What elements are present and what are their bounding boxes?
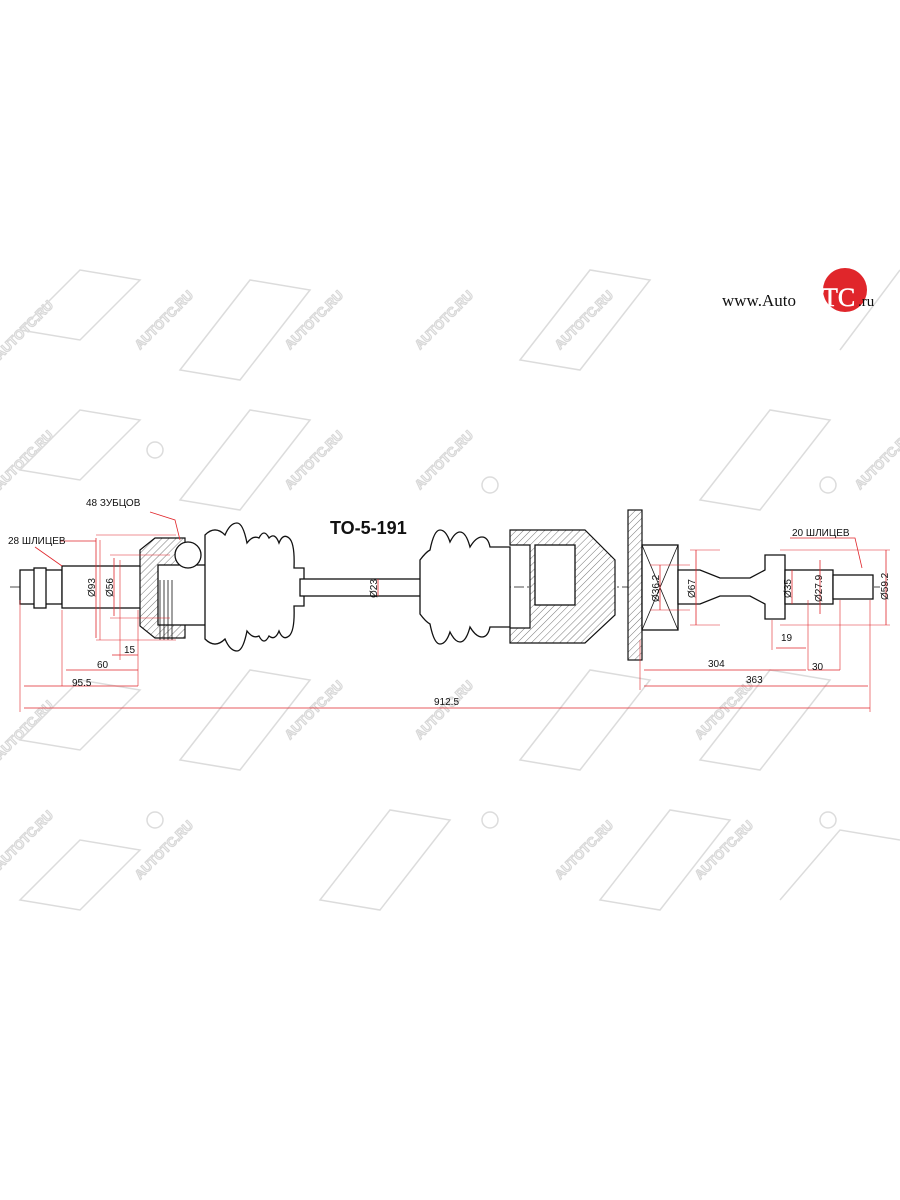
svg-text:TC: TC	[822, 283, 855, 312]
inner-boot	[419, 529, 511, 645]
dia-36-2: Ø36.2	[651, 574, 662, 602]
inner-shaft	[677, 554, 786, 620]
sat-logo-watermark	[18, 269, 900, 911]
autotc-logo: www.Auto TC .ru	[722, 268, 875, 312]
inner-spline-end	[832, 574, 874, 600]
dia-35: Ø35	[783, 579, 794, 598]
length-60: 60	[97, 660, 109, 671]
drive-shaft	[10, 509, 880, 661]
watermark-text: AUTOTC.RU	[412, 288, 477, 353]
outer-spline-shaft	[61, 565, 143, 609]
watermark-text: AUTOTC.RU	[552, 288, 617, 353]
dia-27-9: Ø27.9	[814, 574, 825, 602]
dia-56: Ø56	[105, 578, 116, 597]
outer-boot	[204, 522, 305, 652]
length-304: 304	[708, 659, 725, 670]
length-95-5: 95.5	[72, 678, 92, 689]
length-363: 363	[746, 675, 763, 686]
watermark-text: AUTOTC.RU	[852, 428, 900, 493]
dimension-labels: 28 ШЛИЦЕВ 48 ЗУБЦОВ TO-5-191 20 ШЛИЦЕВ Ø…	[8, 498, 891, 708]
part-number: TO-5-191	[330, 518, 407, 538]
svg-text:.ru: .ru	[858, 294, 875, 310]
watermark-text: AUTOTC.RU	[412, 428, 477, 493]
watermark-text: AUTOTC.RU	[282, 678, 347, 743]
right-splines-label: 20 ШЛИЦЕВ	[792, 528, 850, 539]
length-19: 19	[781, 633, 793, 644]
watermark-text: AUTOTC.RU	[412, 678, 477, 743]
intermediate-shaft	[299, 578, 426, 597]
watermark-text: AUTOTC.RU	[282, 288, 347, 353]
dia-93: Ø93	[87, 578, 98, 597]
dia-67: Ø67	[687, 579, 698, 598]
watermark-text: AUTOTC.RU	[0, 808, 56, 873]
length-total: 912.5	[434, 697, 459, 708]
tripod	[534, 544, 576, 606]
abs-teeth-label: 48 ЗУБЦОВ	[86, 498, 141, 509]
watermark-text: AUTOTC.RU	[692, 678, 757, 743]
watermark-text: AUTOTC.RU	[282, 428, 347, 493]
svg-text:www.Auto: www.Auto	[722, 291, 796, 310]
dimension-lines	[19, 511, 890, 712]
dia-59-2: Ø59.2	[880, 572, 891, 600]
length-30: 30	[812, 662, 824, 673]
watermark-text: AUTOTC.RU	[0, 698, 56, 763]
watermark-text: AUTOTC.RU	[0, 298, 56, 363]
watermark-text: AUTOTC.RU	[132, 288, 197, 353]
left-splines-label: 28 ШЛИЦЕВ	[8, 536, 66, 547]
dia-23: Ø23	[369, 579, 380, 598]
watermark-text: AUTOTC.RU	[0, 428, 56, 493]
mounting-flange	[627, 509, 643, 661]
length-15: 15	[124, 645, 136, 656]
watermark-text: AUTOTC.RU	[552, 818, 617, 883]
